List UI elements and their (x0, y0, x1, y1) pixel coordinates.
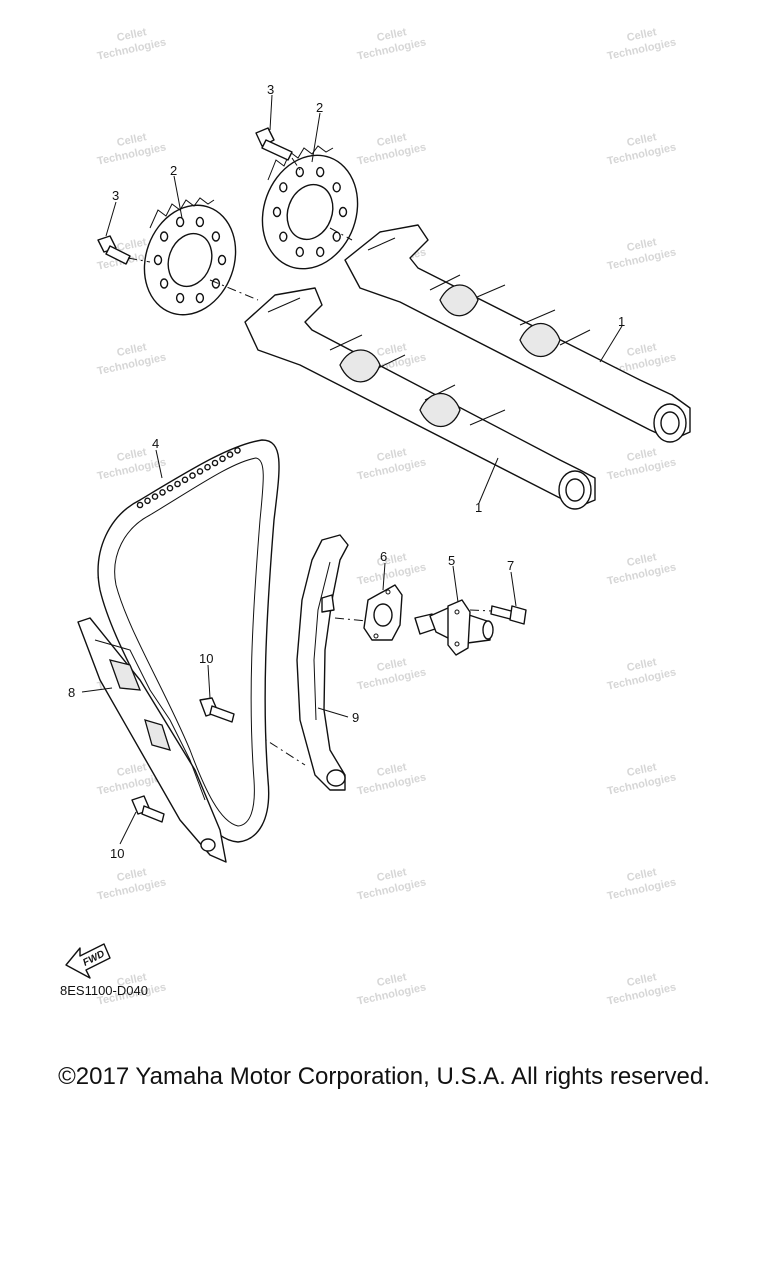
callout-3-bolt-left: 3 (112, 188, 119, 203)
sprocket-hole (338, 206, 348, 218)
chain-guide-left (77, 617, 227, 863)
callout-1-camshaft-upper: 1 (618, 314, 625, 329)
sprocket-hole (315, 166, 325, 178)
copyright-notice: ©2017 Yamaha Motor Corporation, U.S.A. A… (58, 1063, 710, 1090)
tensioner-bolt (490, 605, 527, 625)
callout-9-tensioner-guide: 9 (352, 710, 359, 725)
cam-sprocket-left (143, 197, 237, 316)
chain-link-pin (144, 497, 151, 505)
chain-link-pin (174, 480, 181, 488)
diagram-code: 8ES1100-D040 (60, 983, 148, 998)
sprocket-hole (279, 231, 288, 242)
sprocket-hole (332, 231, 341, 242)
chain-link-pin (136, 501, 144, 509)
callout-7-bolt: 7 (507, 558, 514, 573)
chain-guide-tensioner (296, 534, 349, 791)
chain-link-pin (166, 484, 174, 492)
sprocket-hole (332, 182, 341, 193)
timing-chain (97, 439, 280, 843)
tensioner-gasket (363, 584, 403, 641)
chain-link-pin (181, 476, 189, 484)
callout-5-tensioner: 5 (448, 553, 455, 568)
sprocket-hole (295, 166, 305, 178)
callout-2-sprocket-left: 2 (170, 163, 177, 178)
sprocket-bolt-right (255, 127, 293, 161)
chain-link-pin (151, 493, 159, 500)
cam-sprocket-right (261, 145, 359, 270)
chain-link-pin (196, 468, 204, 475)
camshaft-lower (244, 287, 596, 510)
guide-bolt-upper (199, 697, 235, 723)
sprocket-hole (315, 246, 325, 258)
chain-link-pin (159, 489, 166, 496)
chain-link-pin (204, 463, 211, 471)
callout-10-bolt-lower: 10 (110, 846, 124, 861)
callout-3-bolt-right: 3 (267, 82, 274, 97)
cam-chain-tensioner (414, 599, 494, 656)
callout-10-bolt-upper: 10 (199, 651, 213, 666)
sprocket-hole (195, 292, 205, 304)
chain-link-pin (234, 447, 241, 454)
chain-link-pin (226, 451, 234, 458)
callout-8-guide: 8 (68, 685, 75, 700)
chain-link-pin (211, 459, 219, 467)
guide-bolt-lower (131, 795, 165, 823)
sprocket-hole (175, 292, 185, 304)
callout-2-sprocket-right: 2 (316, 100, 323, 115)
sprocket-hole (279, 182, 288, 193)
sprocket-hole (272, 206, 282, 218)
sprocket-hole (159, 278, 169, 289)
sprocket-hole (217, 254, 227, 266)
sprocket-hole (195, 216, 205, 228)
sprocket-hole (159, 231, 169, 242)
leader-lines (81, 94, 623, 845)
callout-4-chain: 4 (152, 436, 159, 451)
sprocket-hole (175, 216, 185, 228)
fwd-arrow-icon: FWD (65, 943, 111, 979)
sprocket-hole (211, 278, 221, 289)
callout-1-camshaft-lower: 1 (475, 500, 482, 515)
chain-link-pin (189, 472, 196, 479)
callout-6-gasket: 6 (380, 549, 387, 564)
chain-link-pin (219, 455, 226, 463)
sprocket-hole (211, 231, 221, 242)
sprocket-bolt-left (97, 235, 131, 265)
sprocket-hole (295, 246, 305, 258)
camshaft-upper (344, 224, 691, 443)
sprocket-hole (153, 254, 163, 266)
